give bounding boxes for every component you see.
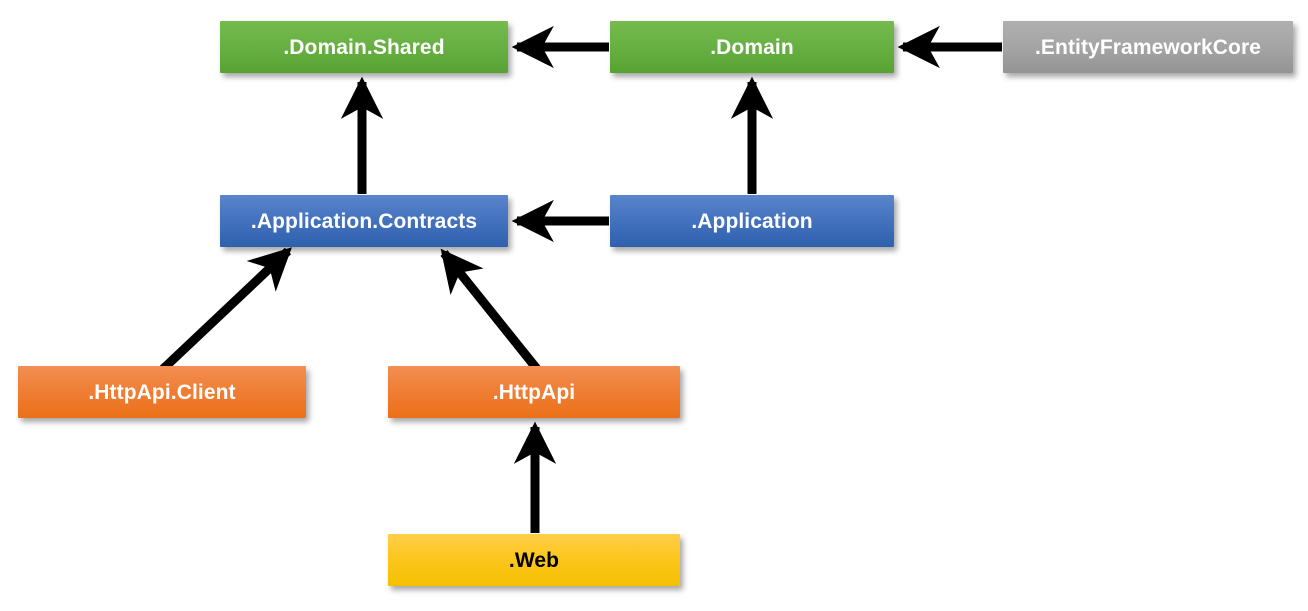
node-entity-framework-core[interactable]: .EntityFrameworkCore	[1003, 21, 1293, 73]
node-httpapi-client-label: .HttpApi.Client	[88, 380, 236, 404]
node-httpapi[interactable]: .HttpApi	[388, 366, 680, 418]
node-web-label: .Web	[508, 548, 560, 572]
node-httpapi-client[interactable]: .HttpApi.Client	[18, 366, 306, 418]
node-application-contracts[interactable]: .Application.Contracts	[220, 195, 508, 247]
node-application-contracts-label: .Application.Contracts	[250, 209, 478, 233]
node-entity-framework-core-label: .EntityFrameworkCore	[1034, 35, 1262, 59]
node-httpapi-label: .HttpApi	[492, 380, 576, 404]
node-web[interactable]: .Web	[388, 534, 680, 586]
node-domain[interactable]: .Domain	[610, 21, 894, 73]
node-domain-shared-label: .Domain.Shared	[283, 35, 445, 59]
node-application-label: .Application	[691, 209, 813, 233]
arrow-httpapi-to-application-contracts	[440, 248, 541, 372]
node-application[interactable]: .Application	[610, 195, 894, 247]
arrow-httpapi-client-to-application-contracts	[159, 247, 292, 373]
node-domain-label: .Domain	[710, 35, 794, 59]
node-domain-shared[interactable]: .Domain.Shared	[220, 21, 508, 73]
